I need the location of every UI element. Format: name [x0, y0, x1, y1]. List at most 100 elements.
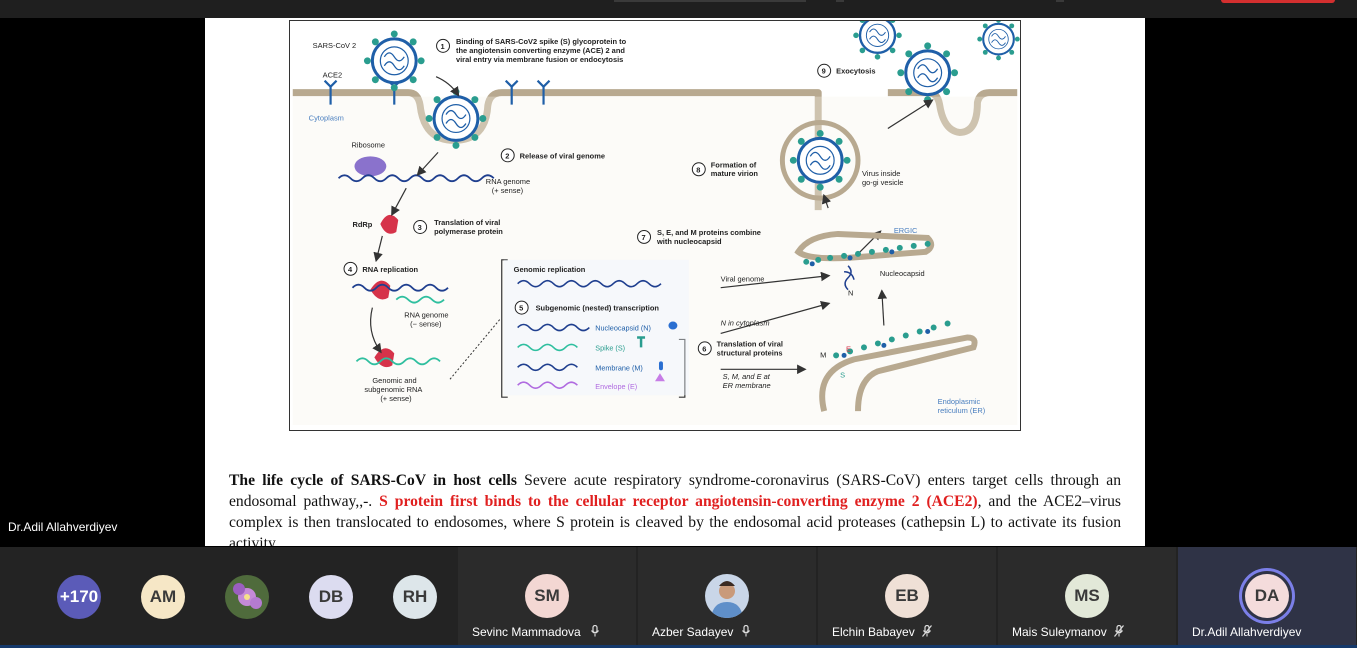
step2-text: Release of viral genome [520, 151, 605, 160]
top-toolbar [0, 0, 1357, 18]
avatar-initials: SM [534, 586, 560, 605]
label-golgi-vesicle: go-gi vesicle [862, 178, 903, 187]
participant-tile[interactable]: SM Sevinc Mammadova [458, 547, 636, 645]
mic-muted-icon [1114, 625, 1124, 637]
caption-title: The life cycle of SARS-CoV in host cells [229, 472, 517, 489]
step6-number: 6 [702, 344, 706, 353]
active-speaker-label: Dr.Adil Allahverdiyev [8, 520, 118, 534]
step1-number: 1 [441, 42, 445, 51]
participant-tile-active-speaker[interactable]: DA Dr.Adil Allahverdiyev [1178, 547, 1356, 645]
label-m: M [820, 350, 826, 359]
participant-avatar: EB [885, 574, 929, 618]
participant-avatar[interactable]: AM [141, 575, 185, 619]
lifecycle-diagram: SARS-CoV 2 ACE2 Cytoplasm Ribosome RNA g… [292, 21, 1020, 426]
label-n-cytoplasm: N in cytoplasm [721, 319, 770, 328]
label-rna-genome-pos: RNA genome [486, 177, 530, 186]
label-cytoplasm: Cytoplasm [309, 114, 344, 123]
avatar-initials: MS [1074, 586, 1100, 605]
legend-envelope: Envelope (E) [595, 382, 637, 391]
caption-text-2: , and the ACE2–virus complex is then tra… [229, 493, 1121, 546]
shared-screen-slide: SARS-CoV 2 ACE2 Cytoplasm Ribosome RNA g… [205, 18, 1145, 546]
caption-highlight: S protein first binds to the cellular re… [379, 493, 978, 510]
label-golgi: Virus inside [862, 169, 900, 178]
label-sme: S, M, and E at [723, 372, 771, 381]
participant-name: Sevinc Mammadova [472, 625, 581, 639]
label-er: Endoplasmic [938, 397, 981, 406]
participant-tile[interactable]: Azber Sadayev [638, 547, 816, 645]
step7-text: S, E, and M proteins combine [657, 228, 761, 237]
sars-cov-lifecycle-figure: SARS-CoV 2 ACE2 Cytoplasm Ribosome RNA g… [289, 20, 1021, 431]
label-nucleocapsid: Nucleocapsid [880, 269, 925, 278]
label-e: E [846, 344, 851, 353]
step1-text-3: viral entry via membrane fusion or endoc… [456, 55, 623, 64]
label-rna-genome-neg-sense: (− sense) [410, 320, 442, 329]
step4-number: 4 [348, 265, 353, 274]
top-toolbar-separator [1056, 0, 1064, 2]
caption-text-1: Severe acute respiratory syndrome-corona… [229, 472, 1121, 510]
step1-text-2: the angiotensin converting enzyme (ACE) … [456, 46, 625, 55]
participant-avatar[interactable]: RH [393, 575, 437, 619]
participant-avatar: SM [525, 574, 569, 618]
step1-text: Binding of SARS-CoV2 spike (S) glycoprot… [456, 37, 627, 46]
mic-icon [591, 625, 599, 637]
mic-muted-icon [922, 625, 932, 637]
slide-caption: The life cycle of SARS-CoV in host cells… [229, 470, 1121, 546]
avatar-initials: DB [318, 587, 344, 606]
participant-tile[interactable]: MS Mais Suleymanov [998, 547, 1176, 645]
participant-avatar-photo[interactable] [225, 575, 269, 619]
end-meeting-button[interactable] [1221, 0, 1335, 3]
label-genomic-sub-sense: (+ sense) [380, 394, 412, 403]
avatar-initials: AM [149, 587, 177, 606]
genomic-replication-title: Genomic replication [514, 265, 586, 274]
avatar-initials: DA [1254, 586, 1280, 605]
legend-spike: Spike (S) [595, 343, 625, 352]
flower-photo-icon [225, 575, 269, 619]
legend-membrane: Membrane (M) [595, 363, 643, 372]
step8-text-2: mature virion [711, 169, 759, 178]
participant-avatar-more[interactable]: +170 [57, 575, 101, 619]
avatar-initials: RH [402, 587, 428, 606]
step9-number: 9 [822, 67, 826, 76]
mic-icon [742, 625, 750, 637]
step7-number: 7 [642, 233, 646, 242]
participant-name: Elchin Babayev [832, 625, 915, 639]
label-ace2: ACE2 [323, 71, 342, 80]
step3-text-2: polymerase protein [434, 227, 503, 236]
label-genomic-sub-rna: subgenomic RNA [364, 385, 422, 394]
participant-tile[interactable]: EB Elchin Babayev [818, 547, 996, 645]
avatar-initials: +170 [59, 587, 99, 606]
label-rna-genome-pos-sense: (+ sense) [492, 186, 524, 195]
step9-text: Exocytosis [836, 67, 875, 76]
participant-avatar[interactable]: DB [309, 575, 353, 619]
participant-avatar-photo [705, 574, 749, 618]
avatar-initials: EB [895, 586, 919, 605]
label-sme-er: ER membrane [723, 381, 771, 390]
participant-avatar: DA [1245, 574, 1289, 618]
step2-number: 2 [505, 151, 509, 160]
step5-text: Subgenomic (nested) transcription [536, 304, 660, 313]
step3-text: Translation of viral [434, 218, 500, 227]
label-genomic-sub: Genomic and [372, 376, 416, 385]
bottom-status-line [0, 645, 1357, 648]
label-rdrp: RdRp [352, 220, 372, 229]
label-er-reticulum: reticulum (ER) [938, 406, 986, 415]
label-ribosome: Ribosome [351, 140, 385, 149]
step8-text: Formation of [711, 160, 757, 169]
step7-text-2: with nucleocapsid [656, 237, 722, 246]
participant-name: Dr.Adil Allahverdiyev [1192, 625, 1302, 639]
participant-name: Mais Suleymanov [1012, 625, 1107, 639]
step3-number: 3 [418, 223, 422, 232]
label-s: S [840, 370, 845, 379]
step8-number: 8 [696, 165, 700, 174]
step6-text-2: structural proteins [717, 348, 783, 357]
participant-avatar: MS [1065, 574, 1109, 618]
step5-number: 5 [519, 304, 523, 313]
person-photo-icon [705, 574, 749, 618]
participant-gallery: +170 AM DB RH SM Sevinc Mammadova [0, 547, 1357, 645]
step4-text: RNA replication [362, 265, 418, 274]
label-sars: SARS-CoV 2 [313, 41, 357, 50]
label-rna-genome-neg: RNA genome [404, 311, 448, 320]
top-toolbar-control[interactable] [614, 0, 806, 2]
legend-nucleocapsid: Nucleocapsid (N) [595, 323, 651, 332]
